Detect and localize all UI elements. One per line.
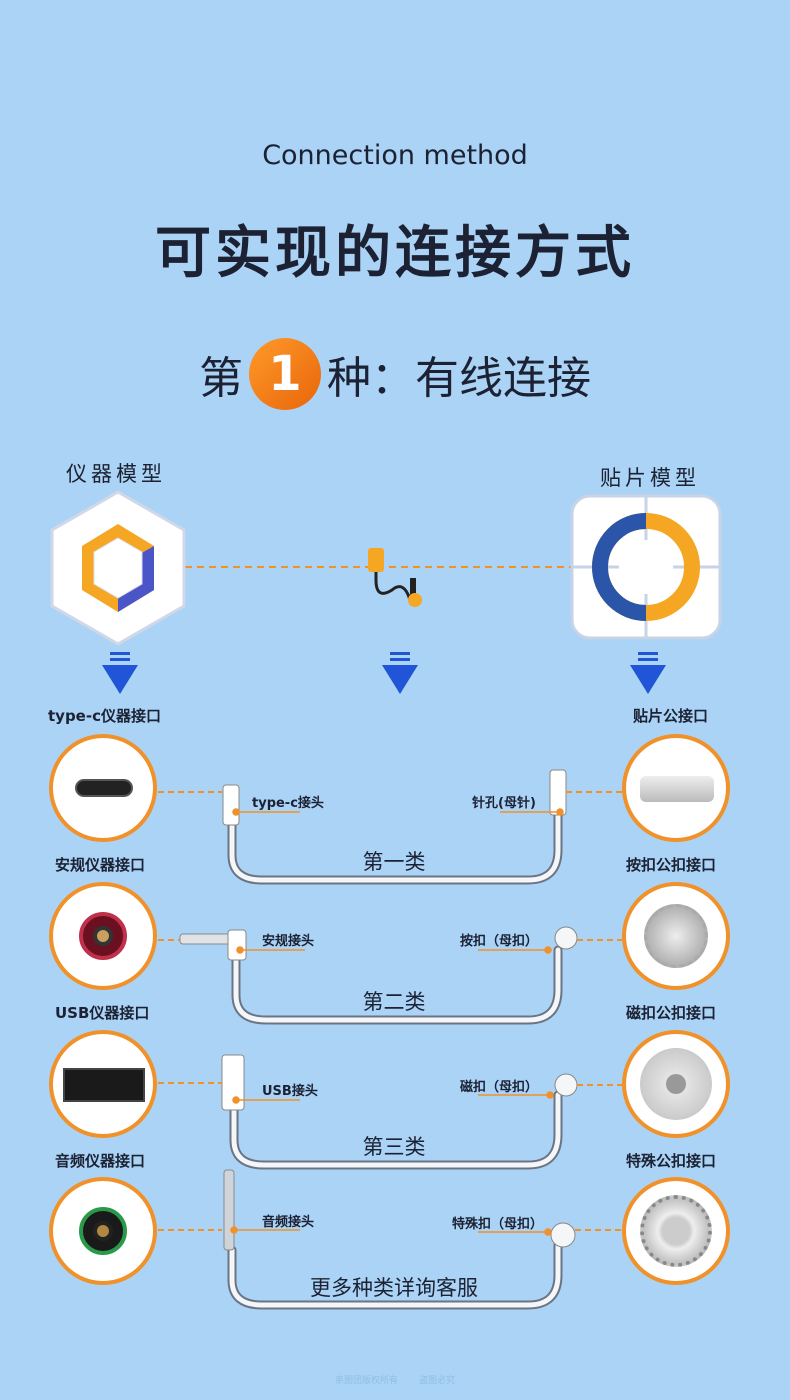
right-plug-label: 按扣（母扣） <box>460 934 539 949</box>
right-port-label: 特殊公扣接口 <box>626 1152 717 1170</box>
magnetic-male-port-image <box>622 1030 730 1138</box>
safety-port-image <box>49 882 157 990</box>
down-arrow-icon <box>382 652 418 694</box>
right-port-label: 磁扣公扣接口 <box>626 1004 717 1022</box>
patch-male-port-image <box>622 734 730 842</box>
left-port-label: 音频仪器接口 <box>55 1152 146 1170</box>
right-port-label: 贴片公接口 <box>633 707 709 725</box>
copyright-text: 亲图团版权所有 <box>335 1376 399 1386</box>
left-plug-label: type-c接头 <box>252 796 324 811</box>
category-label: 第三类 <box>362 1135 426 1159</box>
subtitle-en: Connection method <box>262 140 528 171</box>
category-label: 第一类 <box>362 850 426 874</box>
no-theft-text: 盗图必究 <box>418 1376 455 1386</box>
instrument-model-label: 仪器模型 <box>66 462 166 486</box>
left-plug-label: 音频接头 <box>262 1215 315 1230</box>
right-plug-label: 磁扣（母扣） <box>460 1080 539 1095</box>
special-male-port-image <box>622 1177 730 1285</box>
type-c-plug <box>222 784 240 826</box>
method-number-badge: 1 <box>249 338 321 410</box>
left-plug-label: 安规接头 <box>262 934 315 949</box>
pin-plug <box>549 769 567 816</box>
cables <box>158 769 622 1310</box>
down-arrows <box>102 652 666 694</box>
cable-type1 <box>227 805 563 885</box>
category-label: 更多种类详询客服 <box>310 1276 478 1300</box>
method-heading: 第 1 种：有线连接 <box>0 338 790 410</box>
left-plug-label: USB接头 <box>262 1084 318 1099</box>
right-plug-label: 特殊扣（母扣） <box>452 1217 544 1232</box>
audio-port-image <box>49 1177 157 1285</box>
audio-plug <box>223 1169 235 1251</box>
down-arrow-icon <box>102 652 138 694</box>
special-plug <box>550 1222 576 1248</box>
cable-type3 <box>229 1090 563 1170</box>
cable-type2 <box>231 945 563 1025</box>
method-suffix: 种：有线连接 <box>327 353 591 404</box>
snap-plug <box>554 926 578 950</box>
cable-icon <box>368 548 422 607</box>
left-port-label: 安规仪器接口 <box>55 856 146 874</box>
right-plug-label: 针孔(母针) <box>472 796 536 811</box>
cable-type4 <box>227 1240 563 1310</box>
usb-port-image <box>49 1030 157 1138</box>
method-prefix: 第 <box>199 353 243 404</box>
patch-model-label: 贴片模型 <box>600 466 700 490</box>
snap-male-port-image <box>622 882 730 990</box>
left-port-label: type-c仪器接口 <box>48 707 161 725</box>
patch-model-icon <box>570 494 722 640</box>
magnetic-plug <box>554 1073 578 1097</box>
footer-watermark: 亲图团版权所有 盗图必究 <box>0 1373 790 1386</box>
down-arrow-icon <box>630 652 666 694</box>
page-title: 可实现的连接方式 <box>155 221 635 286</box>
left-port-label: USB仪器接口 <box>55 1004 150 1022</box>
type-c-port-image <box>49 734 157 842</box>
model-diagram <box>50 490 722 694</box>
right-port-label: 按扣公扣接口 <box>626 856 717 874</box>
category-label: 第二类 <box>362 990 426 1014</box>
instrument-model-icon <box>50 490 186 646</box>
